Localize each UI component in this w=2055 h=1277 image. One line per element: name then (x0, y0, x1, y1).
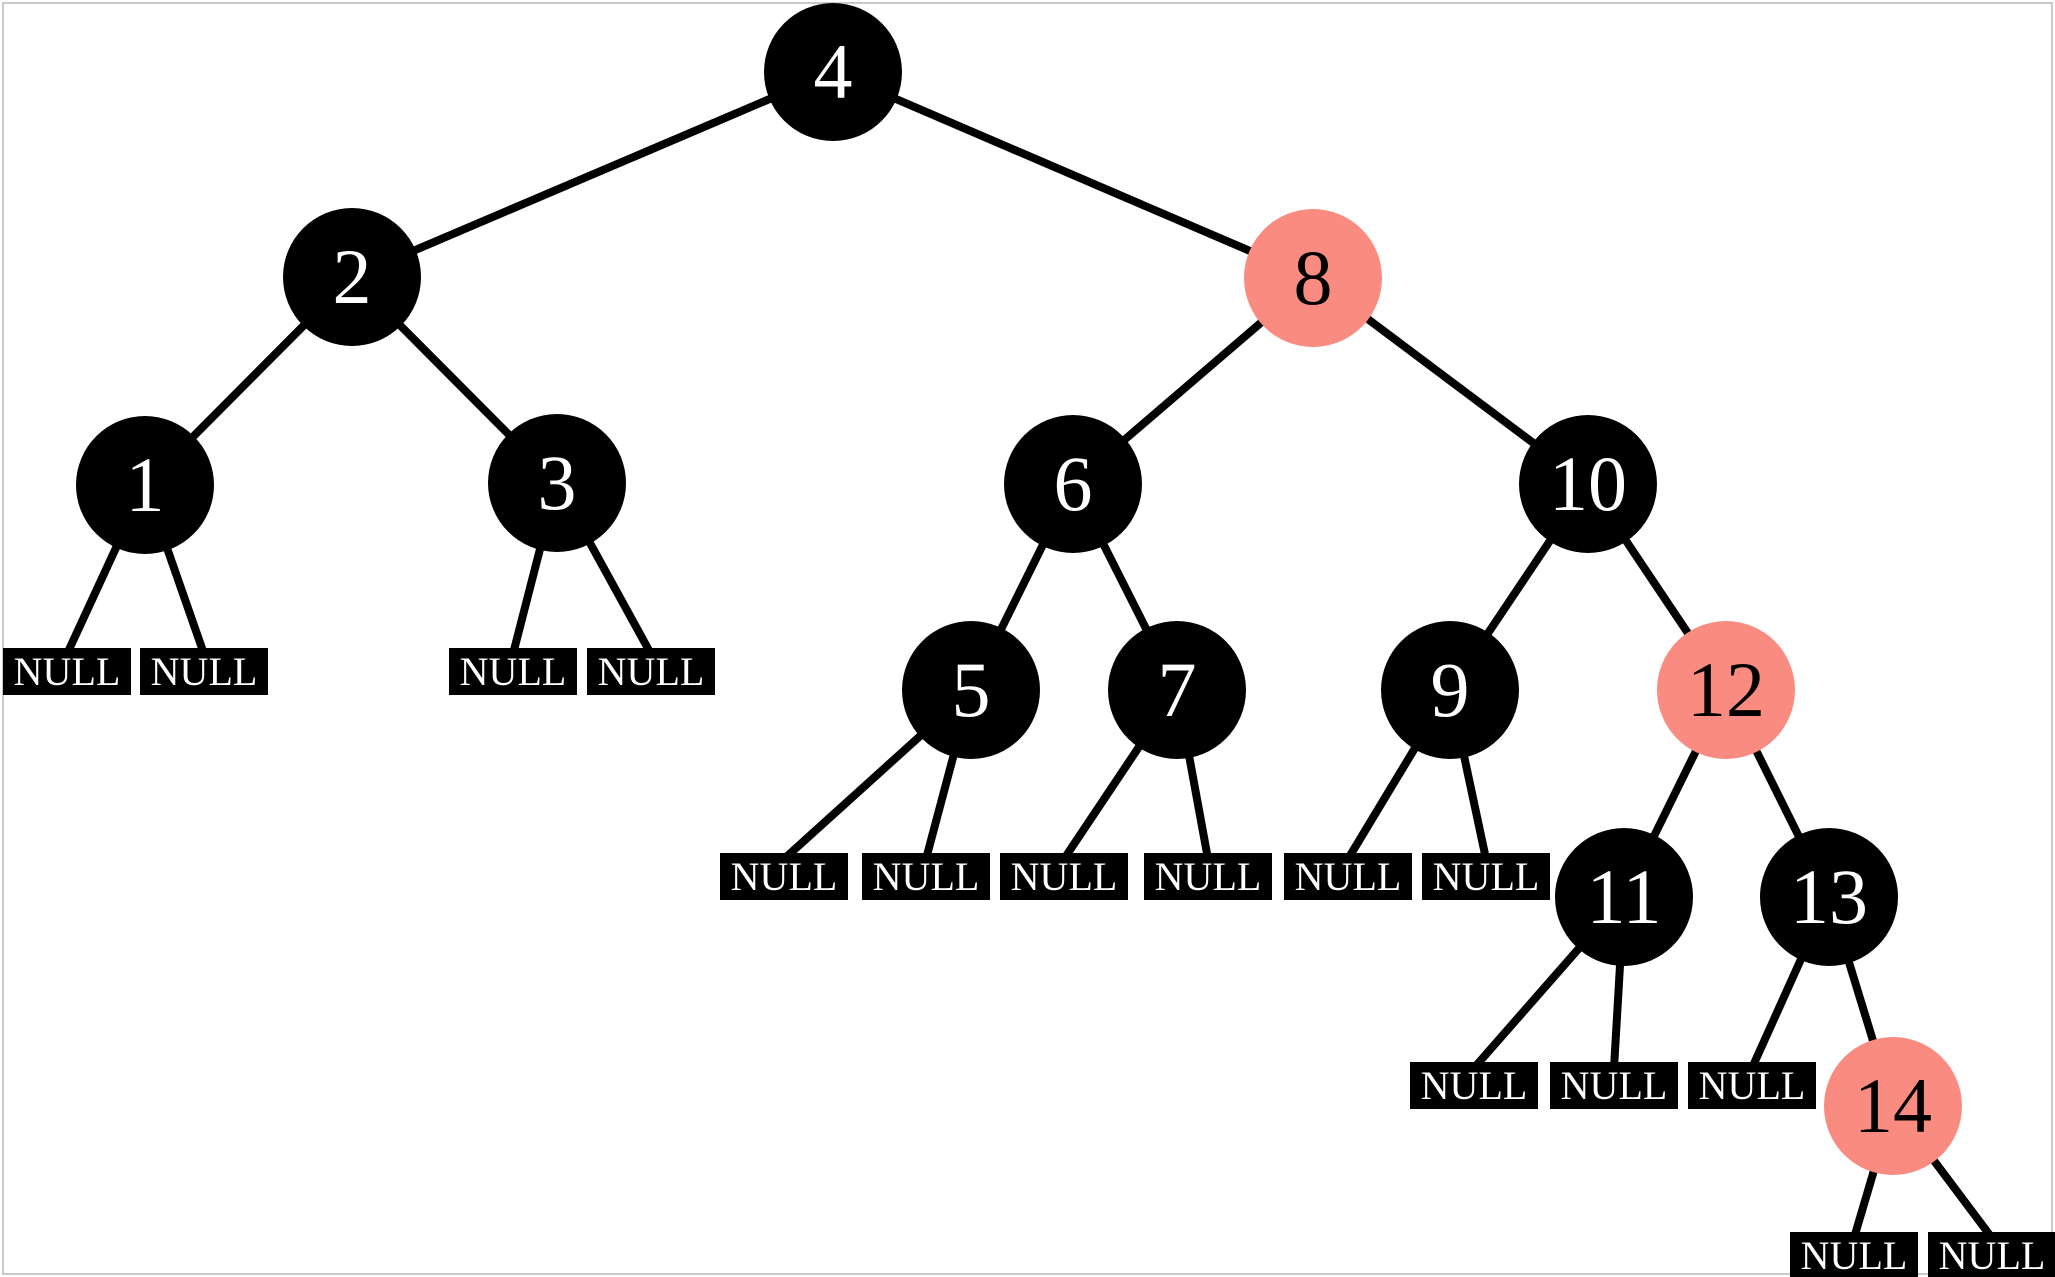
tree-node-12: 12 (1657, 621, 1795, 759)
null-leaf-n1: NULL (3, 648, 131, 695)
tree-node-5: 5 (902, 621, 1040, 759)
tree-edge-4-8 (831, 68, 1315, 282)
null-leaf-n12: NULL (1550, 1062, 1678, 1109)
null-leaf-n3: NULL (449, 648, 577, 695)
null-leaf-n2: NULL (140, 648, 268, 695)
tree-node-3: 3 (488, 414, 626, 552)
tree-node-7: 7 (1108, 621, 1246, 759)
tree-node-13: 13 (1760, 828, 1898, 966)
null-leaf-n11: NULL (1410, 1062, 1538, 1109)
null-leaf-n5: NULL (720, 853, 848, 900)
null-leaf-n7: NULL (1000, 853, 1128, 900)
null-leaf-n4: NULL (587, 648, 715, 695)
tree-node-11: 11 (1555, 828, 1693, 966)
tree-node-14: 14 (1824, 1037, 1962, 1175)
tree-node-10: 10 (1519, 415, 1657, 553)
null-leaf-n10: NULL (1422, 853, 1550, 900)
tree-node-6: 6 (1004, 415, 1142, 553)
null-leaf-n13: NULL (1688, 1062, 1816, 1109)
tree-edge-4-2 (350, 68, 835, 281)
null-leaf-n15: NULL (1928, 1232, 2055, 1277)
tree-node-4: 4 (764, 3, 902, 141)
null-leaf-n14: NULL (1790, 1232, 1918, 1277)
tree-node-8: 8 (1244, 209, 1382, 347)
null-leaf-n6: NULL (862, 853, 990, 900)
null-leaf-n9: NULL (1284, 853, 1412, 900)
tree-node-2: 2 (283, 208, 421, 346)
tree-node-9: 9 (1381, 621, 1519, 759)
tree-node-1: 1 (76, 416, 214, 554)
null-leaf-n8: NULL (1144, 853, 1272, 900)
